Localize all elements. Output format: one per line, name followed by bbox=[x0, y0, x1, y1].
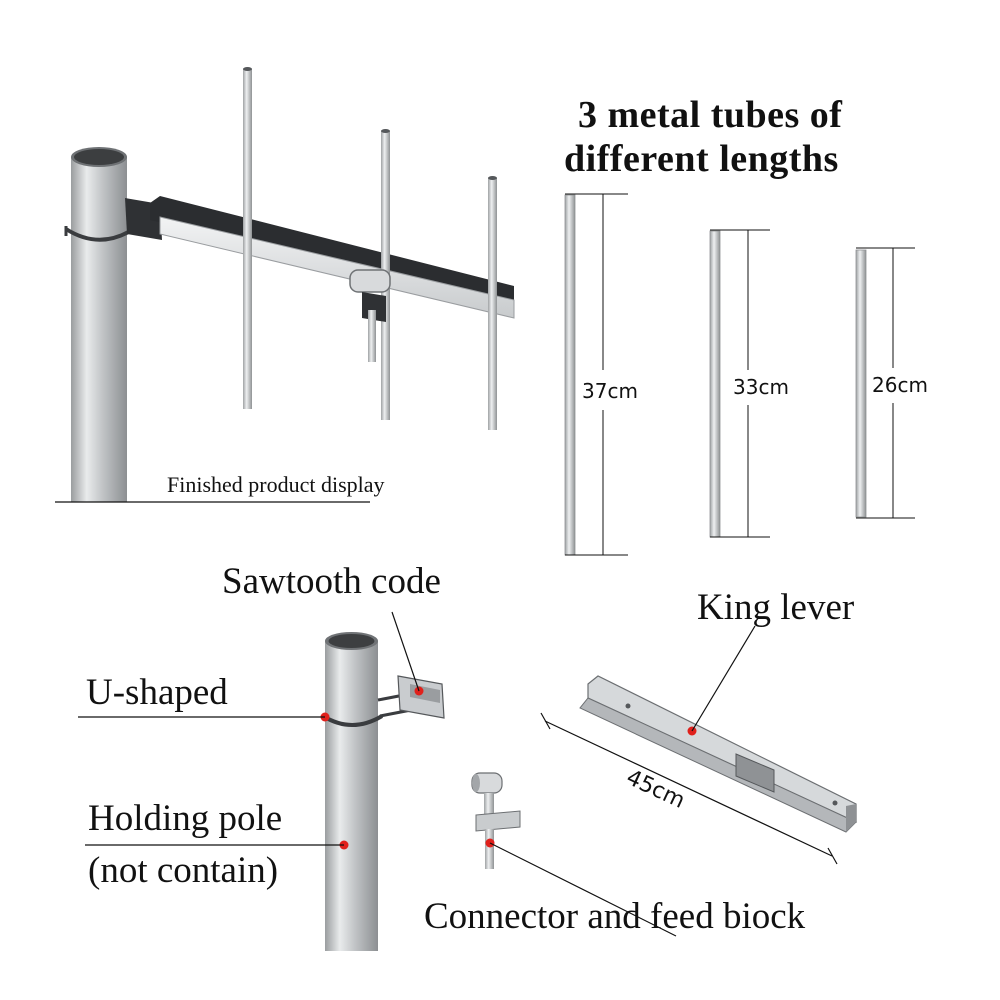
connector-feed-block-label: Connector and feed biock bbox=[424, 896, 806, 937]
holding-pole bbox=[325, 641, 378, 951]
king-lever-label: King lever bbox=[697, 587, 855, 628]
king-lever-side-face bbox=[579, 697, 857, 833]
finished-element-3 bbox=[488, 178, 497, 430]
finished-pole bbox=[71, 157, 127, 502]
tube-33-label: 33cm bbox=[733, 375, 789, 399]
king-lever-assembly bbox=[540, 625, 857, 865]
tube-26-label: 26cm bbox=[872, 373, 928, 397]
feed-block-plate bbox=[475, 810, 521, 832]
u-shaped-label: U-shaped bbox=[86, 672, 228, 713]
tube-26cm bbox=[855, 247, 915, 519]
holding-pole-assembly bbox=[78, 611, 445, 951]
tube-37cm bbox=[564, 193, 628, 556]
finished-boom bbox=[159, 216, 515, 319]
finished-element-1 bbox=[243, 69, 252, 409]
tubes-title-line2: different lengths bbox=[564, 138, 839, 180]
holding-pole-note: (not contain) bbox=[88, 850, 279, 891]
sawtooth-leader bbox=[391, 611, 420, 692]
finished-boom-dark bbox=[150, 196, 514, 303]
tube-33cm bbox=[709, 229, 770, 538]
king-lever-top-face bbox=[587, 675, 857, 823]
connector-leader bbox=[489, 842, 677, 937]
sawtooth-code-label: Sawtooth code bbox=[222, 561, 441, 602]
king-lever-leader bbox=[691, 625, 756, 732]
finished-caption: Finished product display bbox=[167, 472, 385, 497]
finished-product bbox=[55, 67, 515, 503]
king-lever-dim-line bbox=[544, 720, 833, 857]
finished-feed-block bbox=[349, 269, 391, 293]
tubes-title-line1: 3 metal tubes of bbox=[578, 94, 843, 136]
king-lever-bracket bbox=[735, 753, 775, 793]
tube-37-label: 37cm bbox=[582, 379, 638, 403]
finished-u-clamp bbox=[64, 227, 134, 242]
holding-pole-label: Holding pole bbox=[88, 798, 283, 839]
connector-feed-block bbox=[471, 772, 677, 937]
tubes-group bbox=[564, 193, 915, 556]
